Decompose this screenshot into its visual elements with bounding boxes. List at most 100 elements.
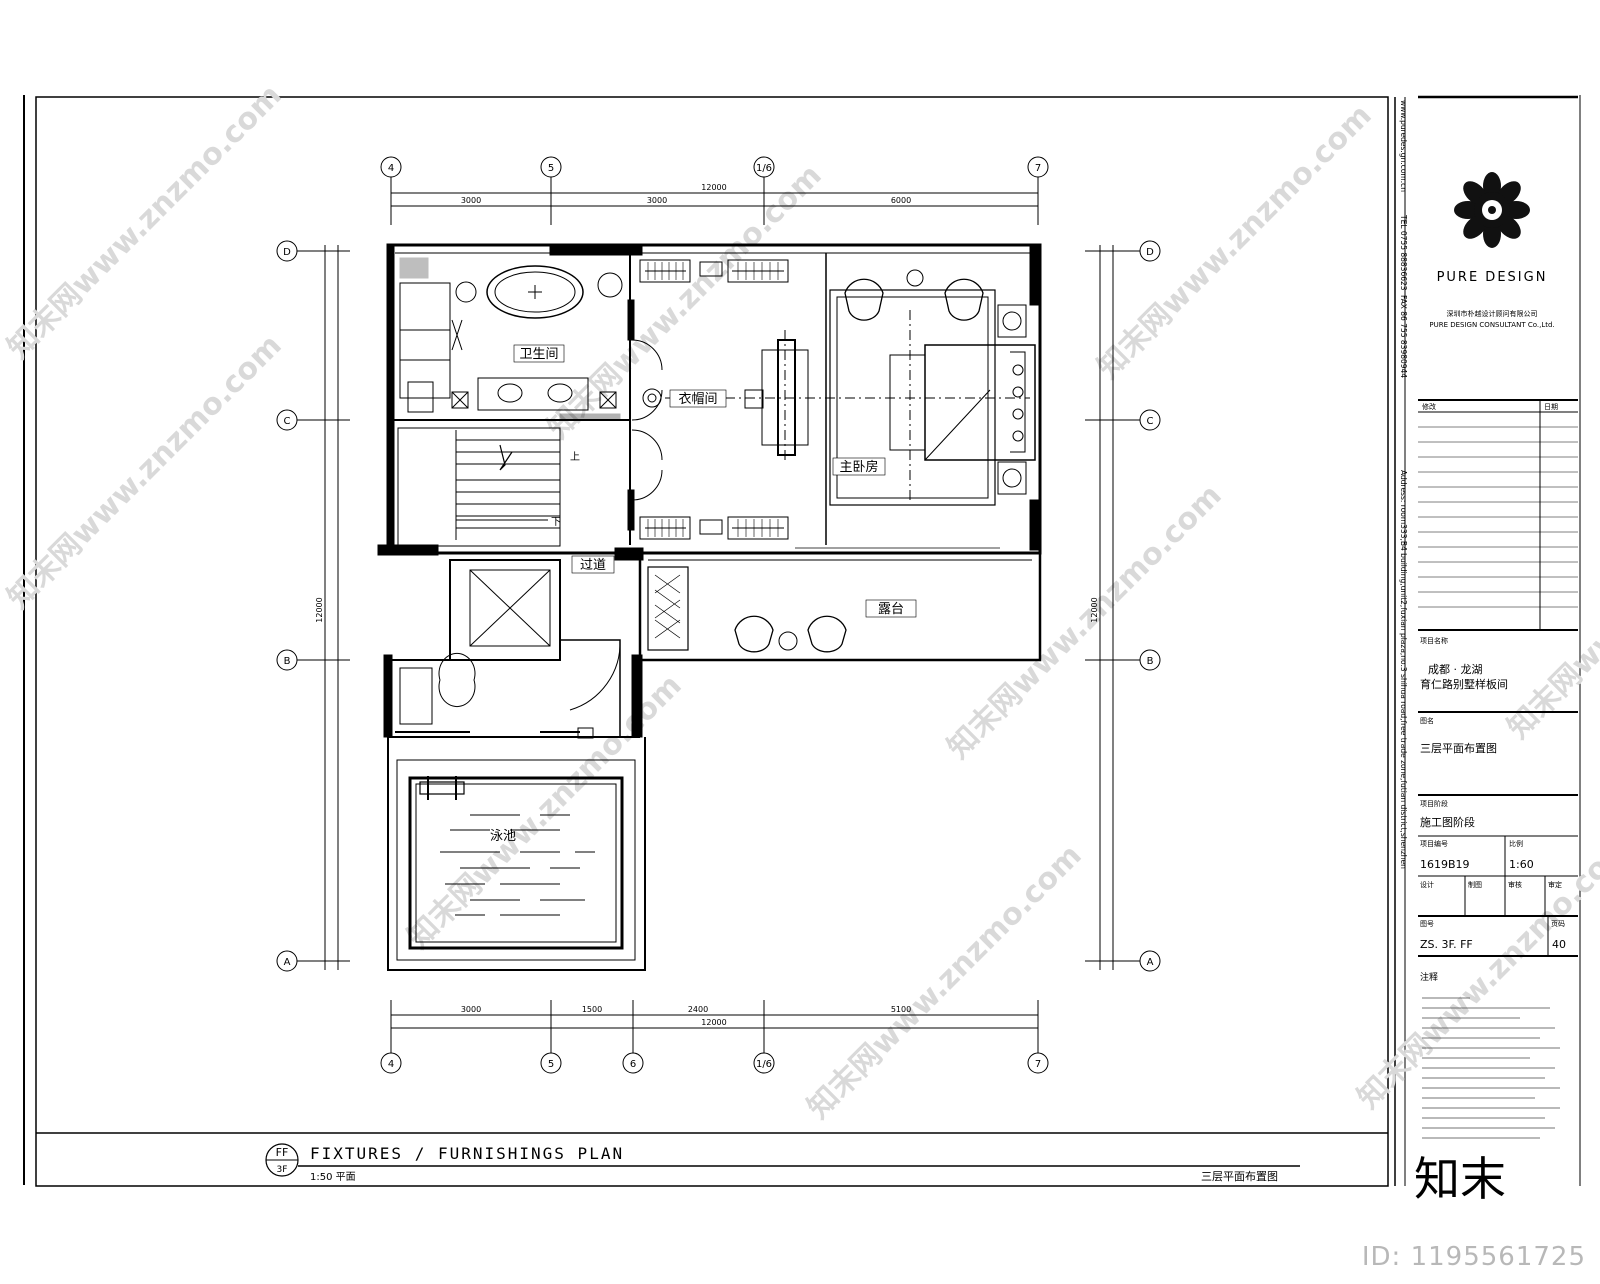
drawing-scale-note: 1:50 平面	[310, 1172, 356, 1183]
watermark-text: 知末网www.znzmo.com	[1, 328, 289, 616]
dimension-segment: 3000	[461, 1005, 481, 1014]
room-label-terrace: 露台	[878, 602, 904, 617]
drawing-title: FF 3F FIXTURES / FURNISHINGS PLAN 1:50 平…	[265, 1143, 1300, 1183]
dimension-segment: 2400	[688, 1005, 708, 1014]
title-tag-top: FF	[276, 1146, 289, 1159]
project-name-line2: 育仁路别墅样板间	[1420, 677, 1508, 691]
notes-lines	[1422, 997, 1560, 1139]
company-fax: FAX 86 755 83980944	[1399, 295, 1408, 378]
room-labels: 卫生间 衣帽间 主卧房 过道 露台 泳池 上 下	[490, 344, 917, 844]
room-label-bathroom: 卫生间	[519, 347, 558, 362]
stair-up-label: 上	[570, 451, 580, 463]
grid-label: 5	[548, 1059, 554, 1070]
dimension-segment: 6000	[891, 196, 911, 205]
furniture	[395, 257, 1036, 916]
project-name-line1: 成都 · 龙湖	[1428, 663, 1483, 676]
company-web: www.puredes.gn.com.cn	[1399, 100, 1408, 192]
check-label: 审核	[1508, 880, 1522, 889]
grid-label: D	[1146, 247, 1154, 258]
title-block: www.puredes.gn.com.cn TEL 0755 88836623 …	[1399, 95, 1578, 1139]
room-label-master-bedroom: 主卧房	[839, 459, 878, 475]
grid-label: A	[284, 957, 291, 968]
grid-label: 4	[388, 163, 394, 174]
grid-label: B	[284, 656, 291, 667]
grid-label: C	[1147, 416, 1154, 427]
drawing-title-cn: 三层平面布置图	[1201, 1170, 1278, 1183]
pool-water	[440, 814, 595, 916]
grid-label: B	[1147, 656, 1154, 667]
dimension-segment: 3000	[647, 196, 667, 205]
grid-top	[380, 156, 1049, 225]
grid-label: 1/6	[756, 163, 772, 174]
watermark-text: 知末网www.znzmo.com	[801, 838, 1089, 1126]
dimension-segment: 5100	[891, 1005, 911, 1014]
wardrobes	[639, 259, 789, 540]
grid-label: C	[284, 416, 291, 427]
watermark-text: 知末网www.znzmo.com	[1091, 98, 1379, 386]
project-no: 1619B19	[1420, 858, 1470, 871]
watermark-text: 知末网www.znzmo.com	[1, 78, 289, 366]
company-name-cn: 深圳市朴越设计顾问有限公司	[1447, 309, 1538, 318]
drawing-no-label: 图号	[1420, 920, 1434, 928]
dimension-segment: 3000	[461, 196, 481, 205]
project-no-label: 项目编号	[1420, 839, 1448, 848]
stage-label: 项目阶段	[1420, 799, 1448, 808]
dimension-total: 12000	[315, 597, 324, 622]
grid-label: 7	[1035, 1059, 1041, 1070]
room-label-pool: 泳池	[490, 829, 516, 844]
dimension-total: 12000	[1090, 597, 1099, 622]
project-name-label: 项目名称	[1420, 636, 1448, 645]
scale-value: 1:60	[1509, 858, 1534, 871]
room-label-corridor: 过道	[580, 558, 606, 573]
notes-label: 注释	[1420, 971, 1438, 983]
company-logo-text: PURE DESIGN	[1437, 270, 1548, 285]
dimension-segment: 1500	[582, 1005, 602, 1014]
building-walls	[377, 243, 1042, 971]
company-logo-icon	[1454, 172, 1530, 248]
bed	[889, 344, 1036, 461]
dimension-texts: 12000 3000 3000 6000 3000 1500 2400 5100…	[315, 183, 1099, 1027]
design-label: 设计	[1420, 880, 1434, 889]
watermark-layer: 知末网www.znzmo.com 知末网www.znzmo.com 知末网www…	[1, 78, 1600, 1126]
stair-down-label: 下	[551, 517, 561, 528]
page-no: 40	[1552, 938, 1566, 951]
revision-table	[1418, 399, 1578, 631]
drawing-no: ZS. 3F. FF	[1420, 938, 1473, 951]
staircase	[455, 430, 560, 540]
room-label-closet: 衣帽间	[678, 391, 717, 407]
grid-label: 6	[630, 1059, 636, 1070]
drawing-title-en: FIXTURES / FURNISHINGS PLAN	[310, 1144, 624, 1163]
revision-header-left: 修改	[1422, 402, 1436, 411]
sheet-border	[23, 95, 1581, 1187]
page-label: 页码	[1551, 920, 1565, 928]
company-address: Address: room333,B4 building,unit2,fuxia…	[1399, 470, 1408, 869]
grid-label: A	[1147, 957, 1154, 968]
watermark-id: ID: 1195561725	[1361, 1242, 1586, 1272]
watermark-text: 知末网www.znzmo.com	[1501, 458, 1600, 746]
company-tel: TEL 0755 88836623	[1399, 214, 1408, 291]
grid-label: 5	[548, 163, 554, 174]
company-name-en: PURE DESIGN CONSULTANT Co.,Ltd.	[1429, 321, 1554, 329]
grid-labels: 4 5 1/6 7 4 5 6 1/6 7 D C B A D C B A	[283, 163, 1154, 1070]
grid-label: 4	[388, 1059, 394, 1070]
grid-axes	[276, 156, 1161, 1074]
scale-label: 比例	[1509, 839, 1523, 848]
approve-label: 审定	[1548, 880, 1562, 889]
watermark-brand: 知末	[1414, 1152, 1506, 1206]
grid-label: D	[283, 247, 291, 258]
draw-label: 制图	[1468, 880, 1482, 889]
drawing-name-label: 图名	[1420, 716, 1434, 725]
grid-label: 1/6	[756, 1059, 772, 1070]
grid-right	[1085, 240, 1161, 972]
grid-label: 7	[1035, 163, 1041, 174]
stage-value: 施工图阶段	[1420, 815, 1475, 829]
bathtub	[455, 265, 623, 319]
grid-left	[276, 240, 350, 972]
grid-bottom	[380, 1000, 1049, 1074]
dimension-total: 12000	[701, 1018, 726, 1027]
watermark-text: 知末网www.znzmo.com	[941, 478, 1229, 766]
revision-header-right: 日期	[1544, 403, 1558, 411]
dimension-total: 12000	[701, 183, 726, 192]
drawing-name: 三层平面布置图	[1420, 742, 1497, 755]
